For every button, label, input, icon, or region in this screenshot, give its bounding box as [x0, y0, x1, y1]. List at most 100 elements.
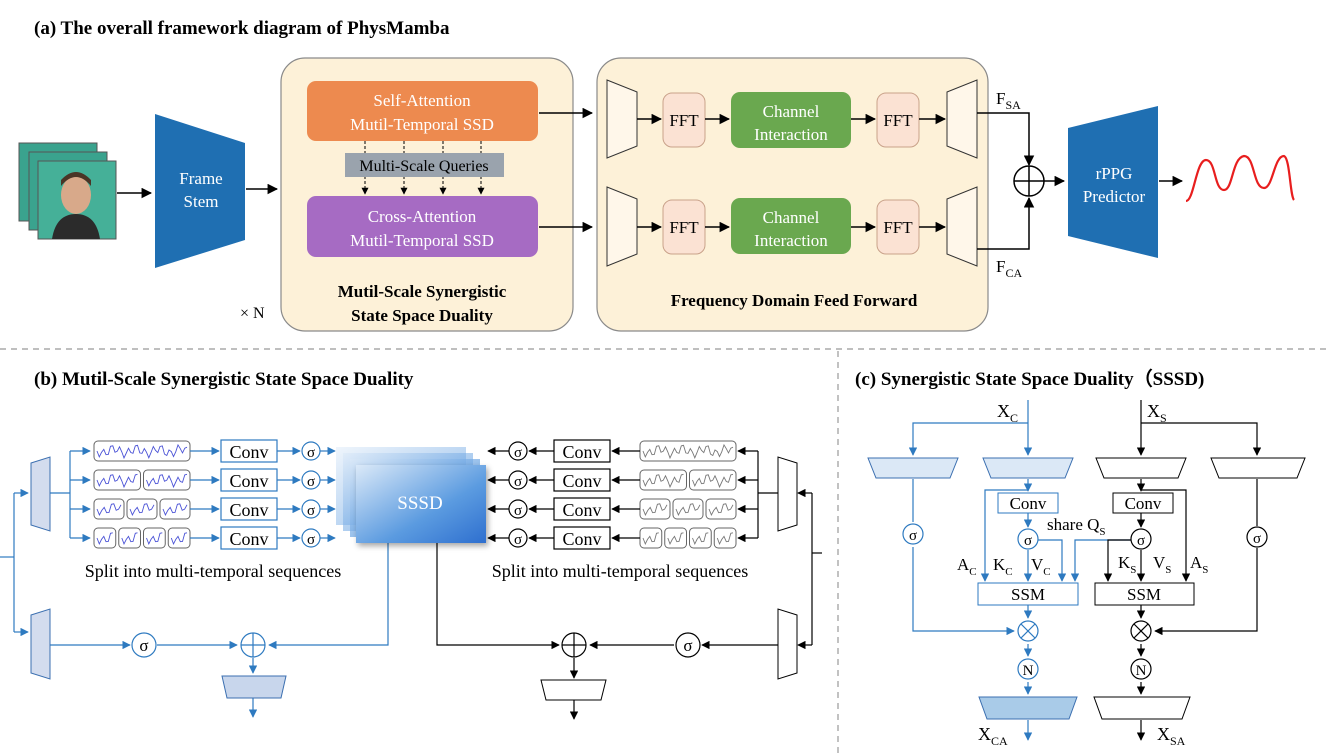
- xca-label: XCA: [978, 724, 1008, 748]
- sum-node-b-right: [561, 632, 587, 658]
- s-conv-label: Conv: [1125, 494, 1162, 513]
- sequence-wave: [129, 503, 155, 516]
- sequence-wave: [96, 503, 122, 516]
- c-norm-label: N: [1023, 663, 1034, 679]
- s-proj-left: [1095, 457, 1187, 479]
- conv-label: Conv: [229, 500, 268, 520]
- c-mult-node: [1017, 620, 1039, 642]
- conv-label: Conv: [229, 442, 268, 462]
- right-output-proj: [540, 679, 607, 701]
- sigma-label-b-right: σ: [683, 636, 692, 655]
- sequence-segment: [639, 498, 671, 520]
- fdff-caption: Frequency Domain Feed Forward: [671, 291, 918, 310]
- c-ssm-box: [977, 582, 1079, 606]
- cross-attention-label-2: Mutil-Temporal SSD: [350, 231, 494, 250]
- c-proj-right: [982, 457, 1074, 479]
- fft-label-4: FFT: [883, 218, 913, 237]
- sequence-wave: [170, 532, 188, 546]
- s-output-proj: [1093, 696, 1191, 720]
- as-label: AS: [1190, 553, 1208, 576]
- sigma-label-b-left: σ: [139, 636, 148, 655]
- channel-interaction-label-2b: Interaction: [754, 231, 828, 250]
- c-ssm-label: SSM: [1011, 585, 1045, 604]
- sigma-label: σ: [514, 445, 522, 461]
- sigma-label: σ: [307, 532, 315, 548]
- conv-label: Conv: [562, 471, 601, 491]
- sequence-wave: [96, 532, 113, 546]
- sequence-segment: [126, 498, 158, 520]
- conv-label: Conv: [562, 529, 601, 549]
- s-sigma-right: [1246, 526, 1268, 548]
- panel-c-title: (c) Synergistic State Space Duality（SSSD…: [855, 367, 1204, 390]
- sigma-label: σ: [514, 532, 522, 548]
- cross-attention-block: [307, 196, 538, 257]
- sigma-label: σ: [514, 474, 522, 490]
- conv-label: Conv: [562, 442, 601, 462]
- c-norm-node: [1017, 658, 1039, 680]
- channel-interaction-label-2a: Channel: [763, 208, 820, 227]
- rppg-predictor-block: [1068, 106, 1158, 258]
- c-branch-lines: [908, 400, 1141, 741]
- frame-stem-label-1: Frame: [179, 169, 222, 188]
- sequence-wave: [146, 473, 188, 489]
- share-q-label: share QS: [1047, 515, 1106, 538]
- s-branch-lines: [1103, 400, 1262, 741]
- vc-label: VC: [1031, 555, 1051, 578]
- xs-label: XS: [1147, 401, 1167, 425]
- sequence-wave: [675, 503, 701, 516]
- panel-a-title: (a) The overall framework diagram of Phy…: [34, 18, 450, 39]
- frame-stem-label-2: Stem: [184, 192, 219, 211]
- s-ssm-box: [1094, 582, 1195, 606]
- rppg-label-2: Predictor: [1083, 187, 1146, 206]
- sum-node-b-left: [240, 632, 266, 658]
- split-caption-right: Split into multi-temporal sequences: [492, 561, 748, 581]
- channel-interaction-label-1b: Interaction: [754, 125, 828, 144]
- sequence-segment: [705, 498, 737, 520]
- self-attention-label-2: Mutil-Temporal SSD: [350, 115, 494, 134]
- sequence-wave: [146, 532, 163, 546]
- s-ssm-label: SSM: [1127, 585, 1161, 604]
- c-output-proj: [978, 696, 1078, 720]
- c-proj-left: [867, 457, 959, 479]
- cross-attention-label-1: Cross-Attention: [368, 207, 477, 226]
- conv-label: Conv: [229, 471, 268, 491]
- kc-label: KC: [993, 555, 1013, 578]
- right-bottom-path: [436, 543, 778, 720]
- sssd-label: SSSD: [397, 493, 442, 514]
- sequence-wave: [642, 473, 684, 489]
- c-sigma-left: [902, 523, 924, 545]
- c-sigma-left-label: σ: [909, 528, 917, 544]
- sum-node-a: [1013, 165, 1045, 197]
- right-proj-bottom: [777, 608, 798, 680]
- fft-label-1: FFT: [669, 111, 699, 130]
- self-attention-label-1: Self-Attention: [373, 91, 471, 110]
- sequence-wave: [96, 443, 188, 460]
- sequence-wave: [716, 532, 734, 546]
- c-conv-box: [997, 492, 1059, 514]
- sigma-label: σ: [307, 503, 315, 519]
- sequence-wave: [642, 503, 668, 516]
- fft-label-3: FFT: [669, 218, 699, 237]
- rppg-waveform: [1185, 154, 1295, 203]
- times-n-label: × N: [240, 305, 265, 322]
- s-sigma-center: [1130, 528, 1152, 550]
- sequence-wave: [692, 532, 709, 546]
- multi-scale-queries-label: Multi-Scale Queries: [359, 158, 488, 175]
- fdff-row-top: FFT Channel Interaction FFT: [606, 79, 978, 159]
- sequence-wave: [708, 503, 734, 516]
- s-norm-label: N: [1136, 663, 1147, 679]
- mssd-caption-2: State Space Duality: [351, 306, 493, 325]
- sigma-node-b-right: [675, 632, 701, 658]
- xsa-label: XSA: [1157, 724, 1186, 748]
- ac-label: AC: [957, 555, 977, 578]
- right-proj-top: [777, 456, 798, 532]
- self-attention-block: [307, 81, 538, 141]
- s-norm-node: [1130, 658, 1152, 680]
- s-sigma-right-label: σ: [1253, 531, 1261, 547]
- face-frames: [18, 142, 117, 240]
- c-sigma-center-label: σ: [1024, 533, 1032, 549]
- sigma-label: σ: [514, 503, 522, 519]
